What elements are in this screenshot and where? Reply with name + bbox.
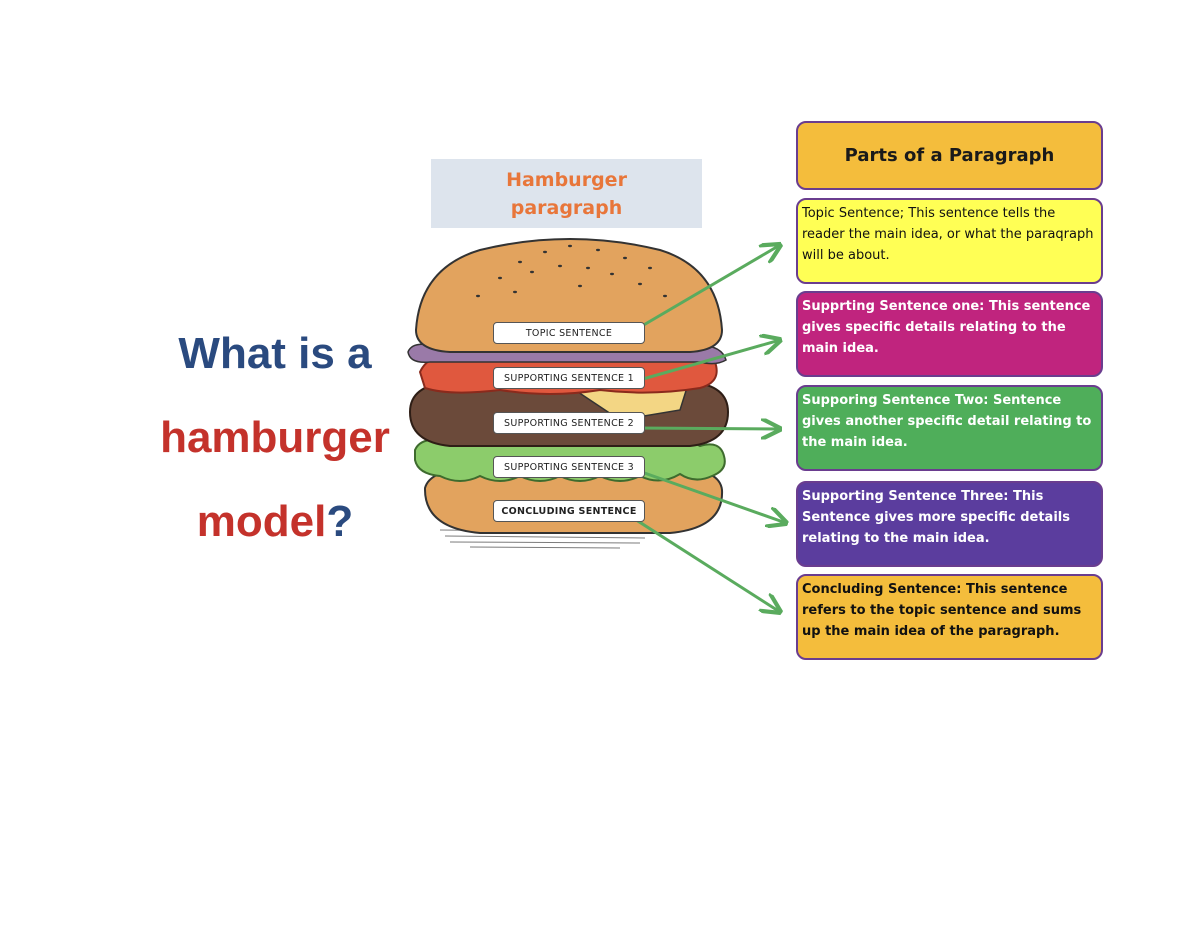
box-supporting-sentence-two: Supporing Sentence Two: Sentence gives a…: [796, 385, 1103, 471]
page-title: What is a hamburger model?: [140, 312, 410, 564]
title-line-3: model?: [140, 480, 410, 564]
hamburger-label-line-1: Hamburger: [506, 168, 627, 191]
box-concluding-sentence: Concluding Sentence: This sentence refer…: [796, 574, 1103, 660]
hamburger-label-line-2: paragraph: [510, 196, 623, 219]
title-line-2: hamburger: [160, 413, 390, 462]
arrow-topic: [629, 245, 780, 335]
box-topic-sentence: Topic Sentence; This sentence tells the …: [796, 198, 1103, 284]
layer-label-support2: SUPPORTING SENTENCE 2: [493, 412, 645, 434]
layer-label-support1: SUPPORTING SENTENCE 1: [493, 367, 645, 389]
hamburger-paragraph-label: Hamburger paragraph: [431, 159, 702, 228]
layer-label-concluding: CONCLUDING SENTENCE: [493, 500, 645, 522]
parts-of-paragraph-header: Parts of a Paragraph: [796, 121, 1103, 190]
box-supporting-sentence-three: Supporting Sentence Three: This Sentence…: [796, 481, 1103, 567]
box-supporting-sentence-one: Supprting Sentence one: This sentence gi…: [796, 291, 1103, 377]
sesame-seeds: [476, 244, 667, 298]
arrow-support3: [635, 468, 786, 523]
arrow-concluding: [629, 514, 780, 612]
arrow-support1: [635, 340, 780, 383]
arrow-support2: [635, 428, 780, 429]
layer-label-topic: TOPIC SENTENCE: [493, 322, 645, 344]
title-line-1: What is a: [178, 329, 372, 378]
title-line-3-word: model: [196, 497, 327, 546]
connector-arrows: [629, 245, 786, 612]
layer-label-support3: SUPPORTING SENTENCE 3: [493, 456, 645, 478]
title-question-mark: ?: [326, 497, 354, 546]
